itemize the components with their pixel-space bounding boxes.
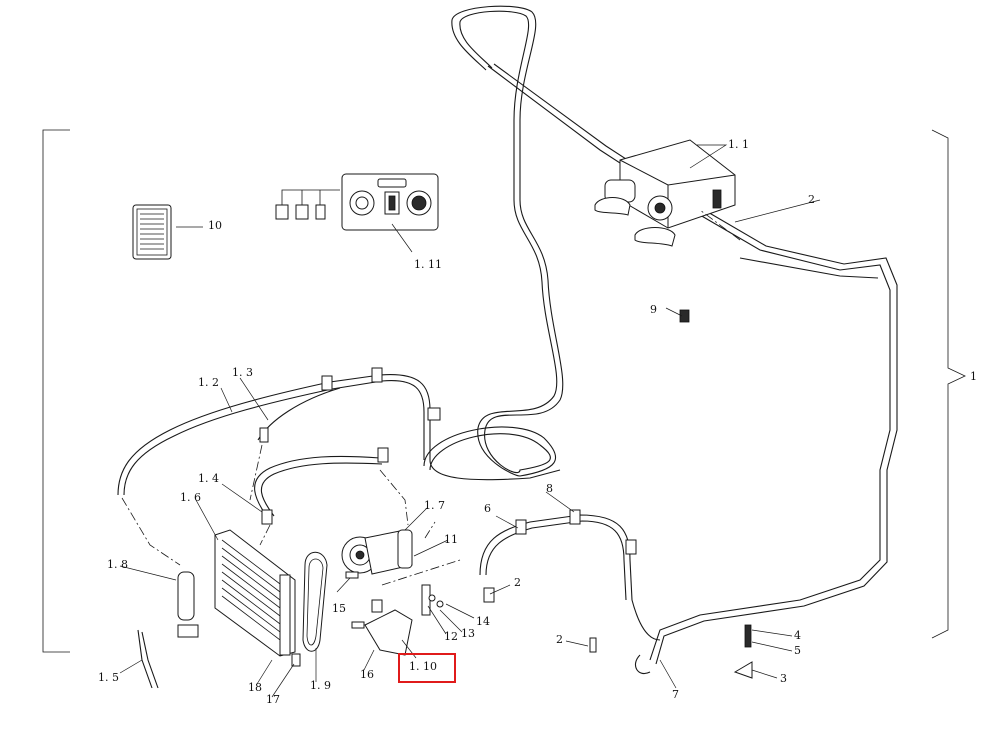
part-1-9-belt: [302, 551, 328, 652]
callout-5: 5: [794, 644, 801, 657]
small-hardware: [291, 309, 753, 679]
callout-1-11: 1. 11: [414, 258, 442, 271]
callout-12: 12: [444, 630, 458, 643]
callout-15: 15: [332, 602, 346, 615]
part-1-6-condenser: [214, 529, 296, 657]
hoses-6-7-8: [479, 509, 661, 674]
callout-3: 3: [780, 672, 787, 685]
callout-13: 13: [461, 627, 475, 640]
callout-labels: 1 1. 1 2 10 1. 11 9 1. 2 1. 3 1. 4 1. 6 …: [98, 138, 977, 706]
callout-1-4: 1. 4: [198, 472, 219, 485]
part-10-label-plate: [132, 204, 172, 260]
callout-1-5: 1. 5: [98, 671, 119, 684]
hose-1-4: [254, 447, 389, 525]
part-1-7-compressor: [341, 529, 413, 575]
part-1-11-control-panel: [275, 173, 439, 231]
callout-1-6: 1. 6: [180, 491, 201, 504]
hose-1-2-1-3: [117, 367, 561, 496]
callout-1-3: 1. 3: [232, 366, 253, 379]
callout-2-mid: 2: [514, 576, 521, 589]
callout-6: 6: [484, 502, 491, 515]
main-hose-loop: [423, 5, 564, 477]
part-1-10-bracket: [364, 584, 444, 656]
callout-14: 14: [476, 615, 490, 628]
callout-1-2: 1. 2: [198, 376, 219, 389]
callout-17: 17: [266, 693, 280, 706]
callout-1-7: 1. 7: [424, 499, 445, 512]
callout-1: 1: [970, 370, 977, 383]
dash-connectors: [121, 209, 741, 586]
callout-1-8: 1. 8: [107, 558, 128, 571]
callout-1-1: 1. 1: [728, 138, 749, 151]
part-1-1-heater-unit: [594, 139, 736, 247]
callout-2-low: 2: [556, 633, 563, 646]
callout-16: 16: [360, 668, 374, 681]
right-brace: [931, 129, 966, 639]
callout-9: 9: [650, 303, 657, 316]
callout-11: 11: [444, 533, 458, 546]
callout-1-9: 1. 9: [310, 679, 331, 692]
callout-7: 7: [672, 688, 679, 701]
callout-18: 18: [248, 681, 262, 694]
left-bracket: [42, 129, 70, 653]
callout-10: 10: [208, 219, 222, 232]
part-1-8-receiver-drier: [137, 571, 199, 689]
callout-2-top: 2: [808, 193, 815, 206]
callout-4: 4: [794, 629, 801, 642]
callout-8: 8: [546, 482, 553, 495]
upper-harness: [487, 63, 898, 665]
leader-lines: [119, 144, 821, 698]
highlight-box-1-10[interactable]: [398, 653, 456, 683]
callout-1-10[interactable]: 1. 10: [409, 660, 437, 673]
